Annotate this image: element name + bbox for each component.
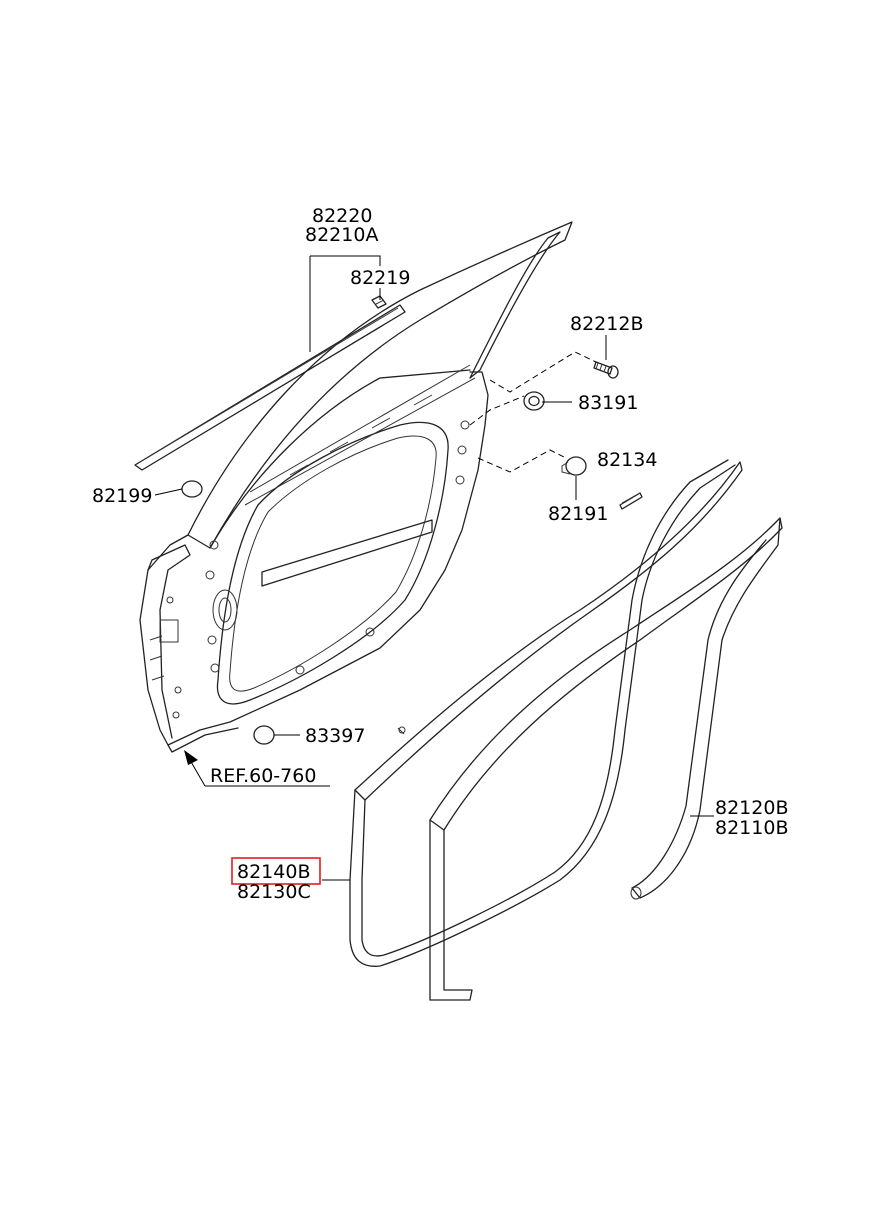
body-weatherstrip-82120B <box>429 517 783 1001</box>
label-ref-60-760[interactable]: REF.60-760 <box>210 765 316 787</box>
belt-moulding <box>134 295 406 471</box>
grommet-83191 <box>523 391 545 411</box>
label-82191[interactable]: 82191 <box>548 503 608 525</box>
door-inner-panel <box>139 221 573 753</box>
ref-arrow <box>184 750 206 787</box>
label-82212B[interactable]: 82212B <box>570 313 643 335</box>
label-83191[interactable]: 83191 <box>578 392 638 414</box>
plug-82199 <box>181 480 203 498</box>
label-83397[interactable]: 83397 <box>305 725 365 747</box>
label-82110B[interactable]: 82110B <box>715 817 788 839</box>
leader-lines <box>154 255 714 881</box>
plug-83397 <box>253 725 275 745</box>
label-82210A[interactable]: 82210A <box>305 224 378 246</box>
label-82134[interactable]: 82134 <box>597 449 657 471</box>
label-82199[interactable]: 82199 <box>92 485 152 507</box>
label-82120B[interactable]: 82120B <box>715 797 788 819</box>
label-82219[interactable]: 82219 <box>350 267 410 289</box>
label-82130C[interactable]: 82130C <box>237 881 311 903</box>
bolt-82212B <box>593 361 619 379</box>
highlight-box <box>231 857 321 885</box>
bumper-82191 <box>561 456 587 476</box>
label-82220[interactable]: 82220 <box>312 205 372 227</box>
door-weatherstrip-82140B <box>349 459 743 967</box>
label-82140B[interactable]: 82140B <box>237 861 310 883</box>
tape-82134 <box>619 492 643 510</box>
